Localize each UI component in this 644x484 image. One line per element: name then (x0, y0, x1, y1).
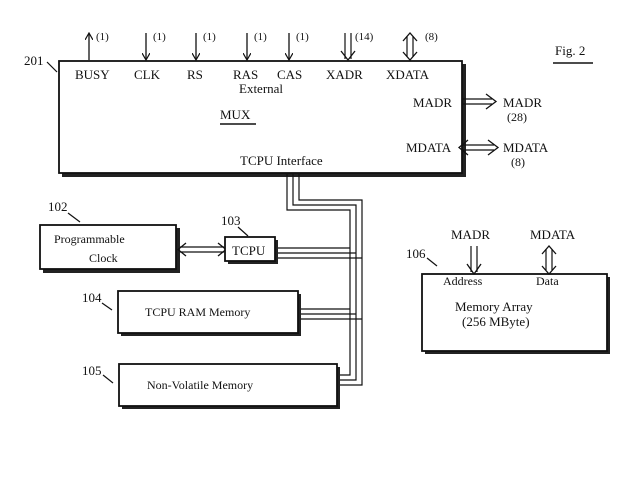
xdata-bus-arrowhead-bottom (402, 51, 418, 61)
memory-array-madr-label: MADR (451, 227, 490, 242)
mux-block-ref: 201 (24, 53, 44, 68)
tcpu-interface-label: TCPU Interface (240, 153, 323, 168)
clock-ref-leader (67, 212, 81, 223)
rs-width: (1) (203, 31, 216, 43)
tcpu-ref: 103 (221, 213, 241, 228)
memory-array-ref: 106 (406, 246, 426, 261)
nvm-ref-leader (102, 374, 114, 384)
clk-width: (1) (153, 31, 166, 43)
signal-ras: (1) RAS (233, 31, 267, 82)
ras-label: RAS (233, 67, 258, 82)
ram-block (117, 290, 299, 334)
nvm-ref: 105 (82, 363, 102, 378)
rs-label: RS (187, 67, 203, 82)
busy-label: BUSY (75, 67, 110, 82)
memory-array-address-label: Address (443, 274, 483, 288)
tcpu-ref-leader (237, 226, 249, 237)
mdata-bus-arrowhead-left (457, 139, 469, 156)
cas-label: CAS (277, 67, 302, 82)
memory-array-block (421, 273, 608, 352)
cas-width: (1) (296, 31, 309, 43)
memory-array-data-label: Data (536, 274, 559, 288)
xdata-bus-arrowhead-top (402, 32, 418, 42)
madr-bus-arrowhead (485, 93, 498, 110)
xdata-label: XDATA (386, 67, 430, 82)
ram-ref-leader (101, 302, 113, 311)
mdata-bus-arrowhead-right (487, 139, 500, 156)
xadr-width: (14) (355, 31, 374, 43)
memory-array-madr-arrowhead (466, 263, 482, 276)
signal-busy: (1) BUSY (75, 31, 110, 82)
clock-label-line2: Clock (89, 251, 118, 265)
tcpu-block (224, 236, 276, 262)
nvm-label: Non-Volatile Memory (147, 378, 253, 392)
internal-bus (275, 174, 363, 386)
memory-array-mdata-arrowhead-bottom (541, 265, 557, 275)
external-label: External (239, 81, 283, 96)
clock-tcpu-arrowhead-left (176, 242, 187, 257)
signal-clk: (1) CLK (134, 31, 166, 82)
memory-array-label-line2: (256 MByte) (462, 314, 530, 329)
ram-ref: 104 (82, 290, 102, 305)
figure-label: Fig. 2 (555, 43, 585, 58)
clock-label-line1: Programmable (54, 232, 125, 246)
xadr-label: XADR (326, 67, 363, 82)
madr-width: (28) (507, 110, 527, 124)
busy-width: (1) (96, 31, 109, 43)
madr-outer-label: MADR (503, 95, 542, 110)
clock-block (39, 224, 177, 270)
mdata-width: (8) (511, 155, 525, 169)
mux-block (58, 60, 463, 174)
mdata-outer-label: MDATA (503, 140, 549, 155)
xdata-width: (8) (425, 31, 438, 43)
memory-array-ref-leader (426, 257, 438, 267)
clk-label: CLK (134, 67, 161, 82)
memory-array-mdata-label: MDATA (530, 227, 576, 242)
signal-xadr: (14) XADR (326, 31, 374, 82)
signal-xdata: (8) XDATA (386, 31, 438, 82)
clock-ref: 102 (48, 199, 68, 214)
ram-label: TCPU RAM Memory (145, 305, 250, 319)
ras-width: (1) (254, 31, 267, 43)
mux-block-ref-leader (46, 61, 58, 73)
signal-cas: (1) CAS (277, 31, 309, 82)
mdata-inner-label: MDATA (406, 140, 452, 155)
signal-rs: (1) RS (187, 31, 216, 82)
nvm-block (118, 363, 338, 407)
mux-title: MUX (220, 107, 251, 122)
memory-array-mdata-arrowhead-top (541, 245, 557, 255)
xadr-bus-arrowhead (340, 50, 356, 62)
madr-inner-label: MADR (413, 95, 452, 110)
tcpu-label: TCPU (232, 243, 266, 258)
memory-array-label-line1: Memory Array (455, 299, 533, 314)
